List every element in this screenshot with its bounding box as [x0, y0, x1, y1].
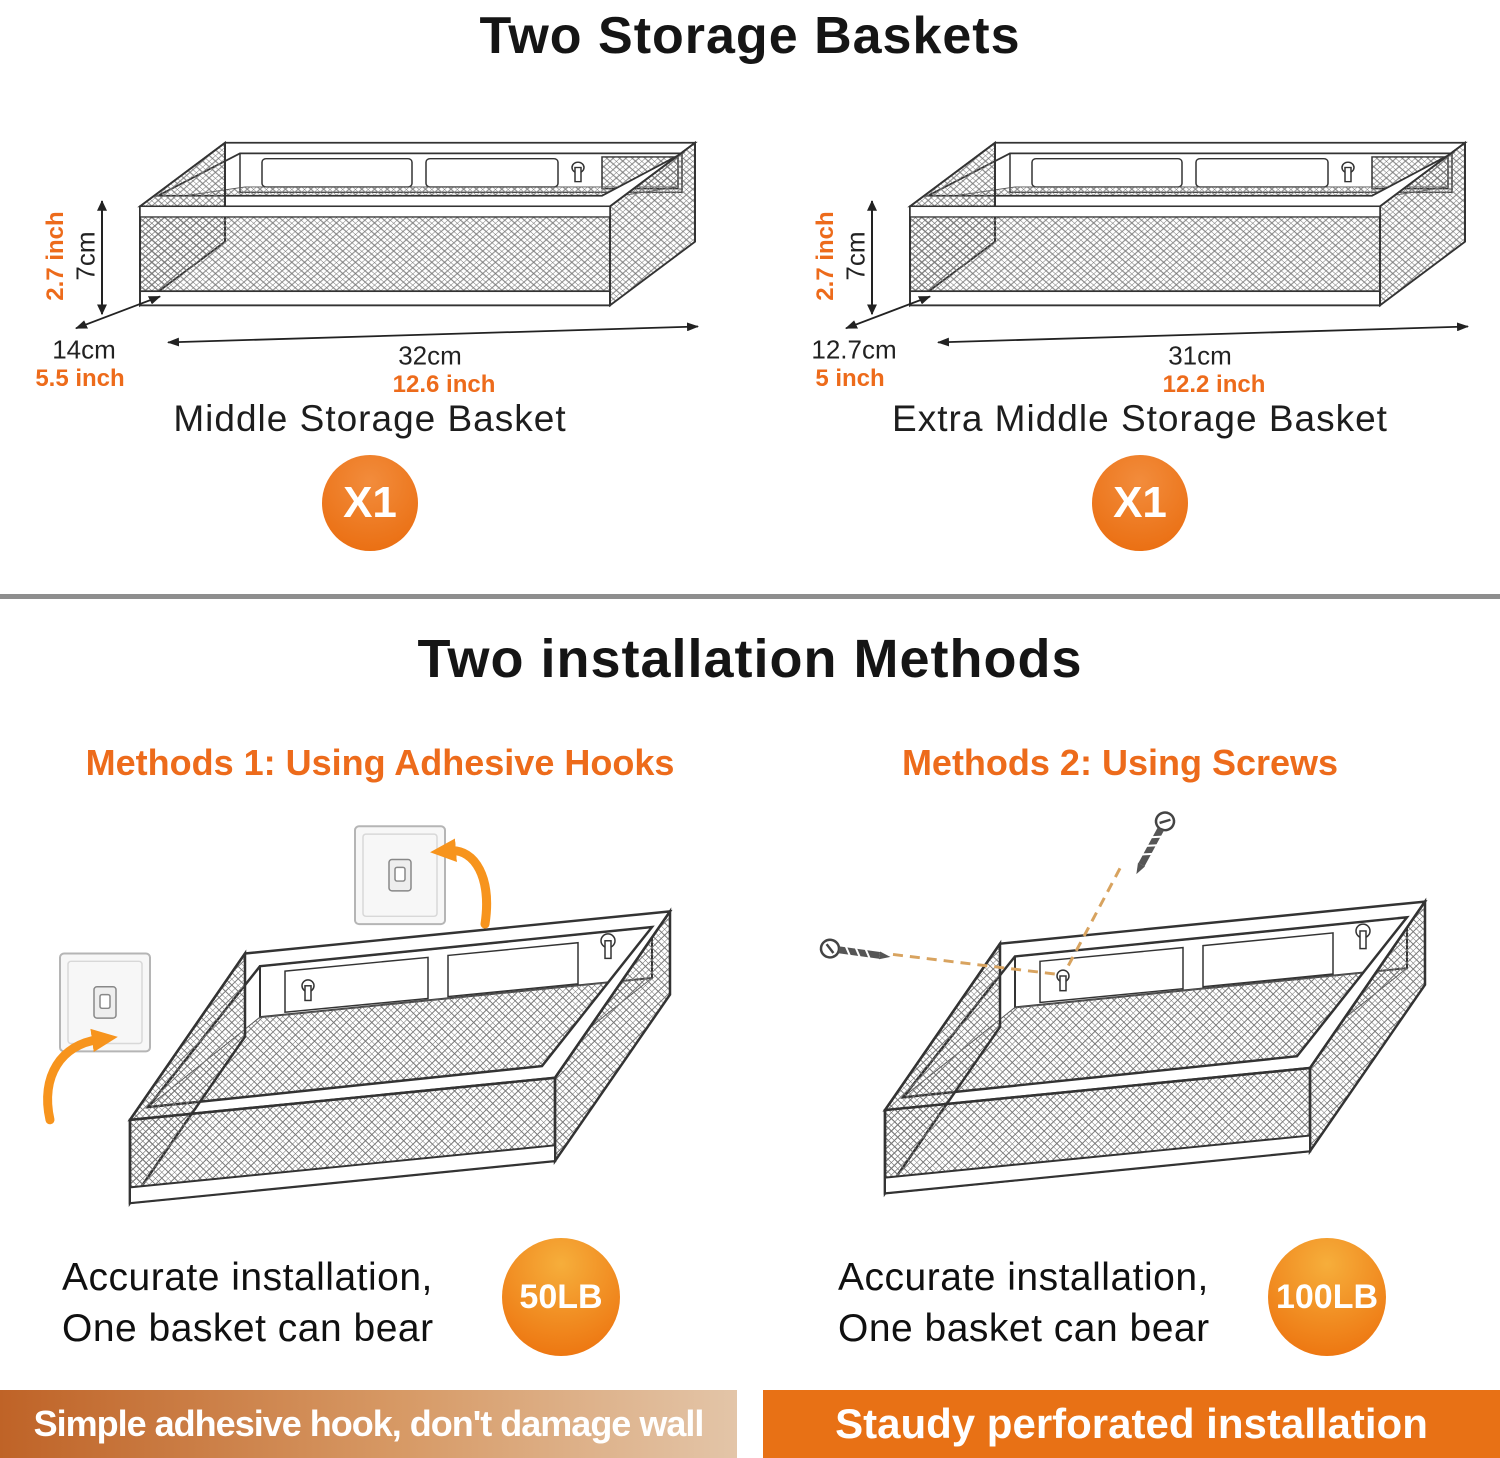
wire-basket	[883, 900, 1427, 1195]
wire-basket	[128, 910, 672, 1205]
adhesive-plate	[60, 953, 150, 1051]
depth-dimension-arrow	[75, 295, 161, 330]
depth-cm-label: 12.7cm	[811, 334, 897, 365]
bottom-section-title: Two installation Methods	[417, 629, 1083, 689]
screw-installation-panel	[775, 792, 1475, 1252]
width-cm-label: 31cm	[1168, 340, 1232, 371]
adhesive-banner: Simple adhesive hook, don't damage wall	[0, 1390, 737, 1458]
extra-middle-basket-illustration	[845, 141, 1469, 347]
depth-inch-label: 5.5 inch	[35, 365, 125, 392]
description-line-2: One basket can bear	[62, 1307, 434, 1351]
basket-panel-extra-middle: 2.7 inch 7cm 12.7cm 5 inch 31cm 12.2 inc…	[790, 88, 1490, 398]
screw-guide-line	[892, 953, 1056, 976]
method-1-heading: Methods 1: Using Adhesive Hooks	[85, 742, 675, 783]
width-inch-label: 12.2 inch	[1162, 371, 1266, 398]
section-divider	[0, 594, 1500, 599]
height-cm-label: 7cm	[840, 231, 871, 281]
screw-guide-line	[1065, 867, 1122, 969]
curved-arrow-icon	[430, 838, 492, 929]
screw-installation-illustration	[775, 792, 1427, 1195]
screw-icon	[820, 939, 892, 966]
wire-basket	[909, 141, 1466, 307]
width-dimension-arrow	[937, 322, 1469, 347]
method-1-description: Accurate installation, One basket can be…	[62, 1252, 434, 1355]
quantity-badge: X1	[1092, 455, 1188, 551]
description-line-1: Accurate installation,	[62, 1256, 433, 1299]
screw-icon	[1128, 809, 1177, 878]
basket-name-middle: Middle Storage Basket	[173, 398, 567, 439]
depth-cm-label: 14cm	[52, 334, 116, 365]
curved-arrow-icon	[43, 1028, 118, 1125]
top-section-title: Two Storage Baskets	[479, 7, 1021, 65]
basket-name-extra-middle: Extra Middle Storage Basket	[892, 398, 1388, 439]
capacity-badge-100lb: 100LB	[1268, 1238, 1386, 1356]
width-inch-label: 12.6 inch	[392, 371, 496, 398]
adhesive-installation-illustration	[43, 792, 672, 1205]
description-line-2: One basket can bear	[838, 1307, 1210, 1351]
height-inch-label: 2.7 inch	[42, 211, 69, 301]
description-line-1: Accurate installation,	[838, 1256, 1209, 1299]
height-cm-label: 7cm	[70, 231, 101, 281]
method-2-description: Accurate installation, One basket can be…	[838, 1252, 1210, 1355]
depth-inch-label: 5 inch	[815, 365, 885, 392]
method-2-heading: Methods 2: Using Screws	[901, 742, 1339, 783]
basket-panel-middle: 2.7 inch 7cm 14cm 5.5 inch 32cm 12.6 inc…	[20, 88, 720, 398]
height-inch-label: 2.7 inch	[812, 211, 839, 301]
middle-basket-illustration	[75, 141, 699, 347]
width-cm-label: 32cm	[398, 340, 462, 371]
capacity-badge-50lb: 50LB	[502, 1238, 620, 1356]
depth-dimension-arrow	[845, 295, 931, 330]
width-dimension-arrow	[167, 322, 699, 347]
wire-basket	[139, 141, 696, 307]
adhesive-installation-panel	[30, 792, 730, 1252]
adhesive-plate	[355, 826, 445, 924]
quantity-badge: X1	[322, 455, 418, 551]
screw-banner: Staudy perforated installation	[763, 1390, 1500, 1458]
